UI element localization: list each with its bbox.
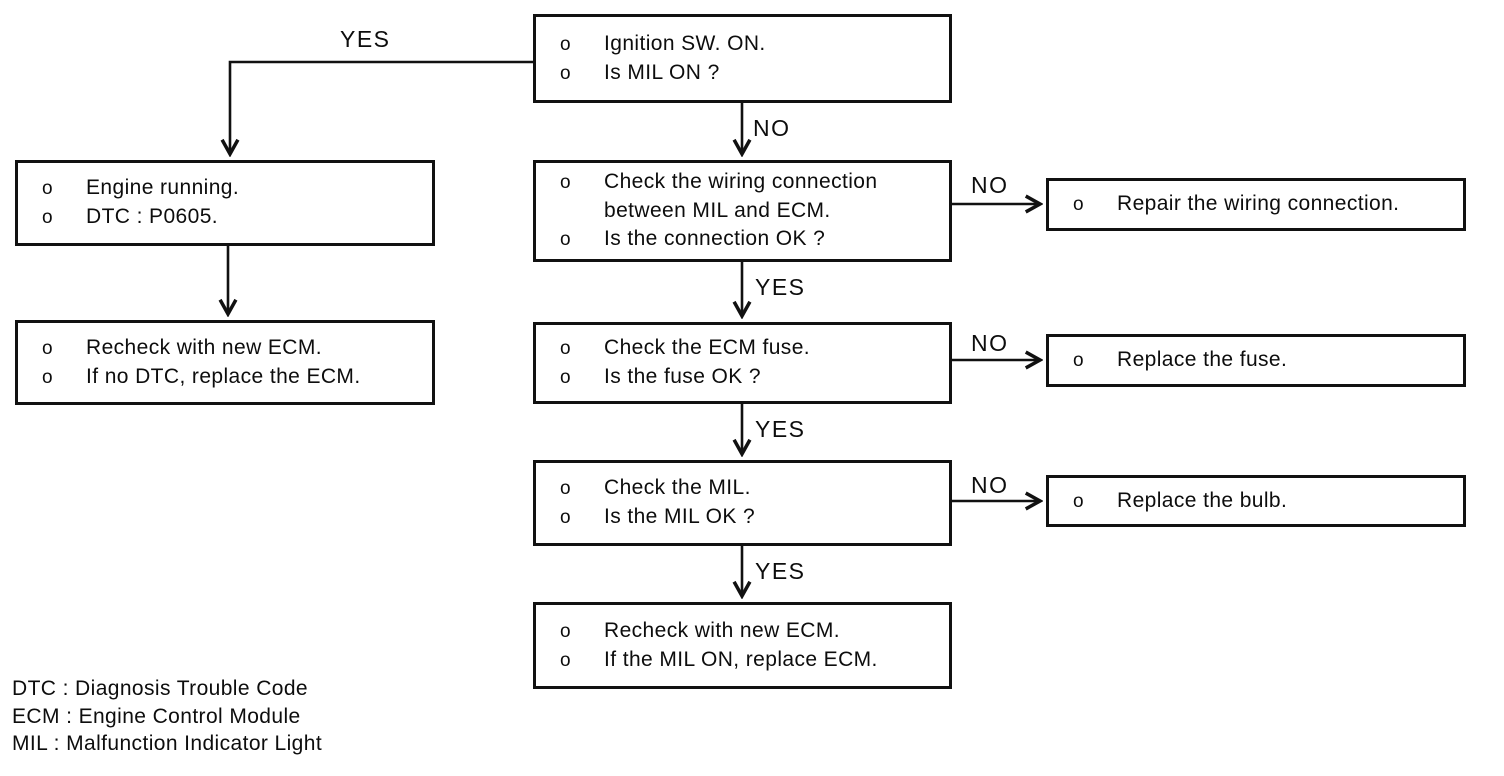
edge-label-yes-fuse: YES [755, 416, 806, 442]
bullet-marker: o [560, 172, 571, 193]
box-line: o Repair the wiring connection. [1073, 190, 1453, 219]
box-line: o Check the wiring connection [560, 168, 939, 197]
flow-box-check-wiring: o Check the wiring connection between MI… [533, 160, 952, 262]
flow-box-replace-fuse: o Replace the fuse. [1046, 334, 1466, 387]
box-line: o If the MIL ON, replace ECM. [560, 646, 939, 675]
box-line: o Recheck with new ECM. [560, 617, 939, 646]
edge-label-yes-top: YES [340, 26, 391, 52]
bullet-marker: o [560, 229, 571, 250]
box-line: o Check the MIL. [560, 474, 939, 503]
bullet-marker: o [42, 178, 53, 199]
bullet-marker: o [560, 62, 571, 84]
bullet-marker: o [560, 507, 571, 528]
box-line: o Replace the bulb. [1073, 487, 1453, 516]
legend-item-mil: MIL : Malfunction Indicator Light [12, 732, 323, 755]
bullet-marker: o [42, 207, 53, 228]
box-line: o Is the MIL OK ? [560, 503, 939, 532]
box-line: o Is the fuse OK ? [560, 363, 939, 392]
bullet-marker: o [560, 478, 571, 499]
legend-item-dtc: DTC : Diagnosis Trouble Code [12, 677, 308, 700]
bullet-marker: o [1073, 490, 1084, 512]
flow-box-recheck-new-ecm-dtc: o Recheck with new ECM. o If no DTC, rep… [15, 320, 435, 405]
edge-label-no-wiring: NO [971, 172, 1009, 198]
bullet-marker: o [560, 649, 571, 671]
legend-item-ecm: ECM : Engine Control Module [12, 704, 301, 728]
bullet-marker: o [1073, 350, 1084, 371]
bullet-marker: o [42, 337, 53, 359]
box-line: o Check the ECM fuse. [560, 334, 939, 363]
flow-box-ignition: o Ignition SW. ON. o Is MIL ON ? [533, 14, 952, 103]
edge-yes-to-engine-running [230, 60, 533, 154]
flow-box-recheck-new-ecm-mil: o Recheck with new ECM. o If the MIL ON,… [533, 602, 952, 689]
edge-label-no-mil: NO [971, 472, 1009, 498]
box-line-continuation: between MIL and ECM. [604, 199, 831, 222]
bullet-marker: o [560, 33, 571, 55]
flow-box-repair-wiring: o Repair the wiring connection. [1046, 178, 1466, 231]
edge-label-no-fuse: NO [971, 330, 1009, 356]
box-line: o Is MIL ON ? [560, 59, 939, 88]
box-line: o Ignition SW. ON. [560, 30, 939, 59]
flow-box-engine-running: o Engine running. o DTC : P0605. [15, 160, 435, 246]
box-line: o Replace the fuse. [1073, 346, 1453, 375]
box-line: o DTC : P0605. [42, 203, 422, 232]
bullet-marker: o [42, 366, 53, 388]
box-line: o Recheck with new ECM. [42, 334, 422, 363]
bullet-marker: o [560, 367, 571, 388]
edge-label-yes-mil: YES [755, 558, 806, 584]
bullet-marker: o [560, 620, 571, 642]
bullet-marker: o [560, 338, 571, 359]
flow-box-replace-bulb: o Replace the bulb. [1046, 475, 1466, 527]
bullet-marker: o [1073, 194, 1084, 215]
abbreviation-legend: DTC : Diagnosis Trouble Code ECM : Engin… [12, 675, 322, 758]
box-line: o Is the connection OK ? [560, 225, 939, 254]
flow-box-check-fuse: o Check the ECM fuse. o Is the fuse OK ? [533, 322, 952, 404]
edge-label-no-top: NO [753, 115, 791, 141]
box-line: o If no DTC, replace the ECM. [42, 363, 422, 392]
edge-label-yes-wiring: YES [755, 274, 806, 300]
flow-box-check-mil: o Check the MIL. o Is the MIL OK ? [533, 460, 952, 546]
box-line: o Engine running. [42, 174, 422, 203]
